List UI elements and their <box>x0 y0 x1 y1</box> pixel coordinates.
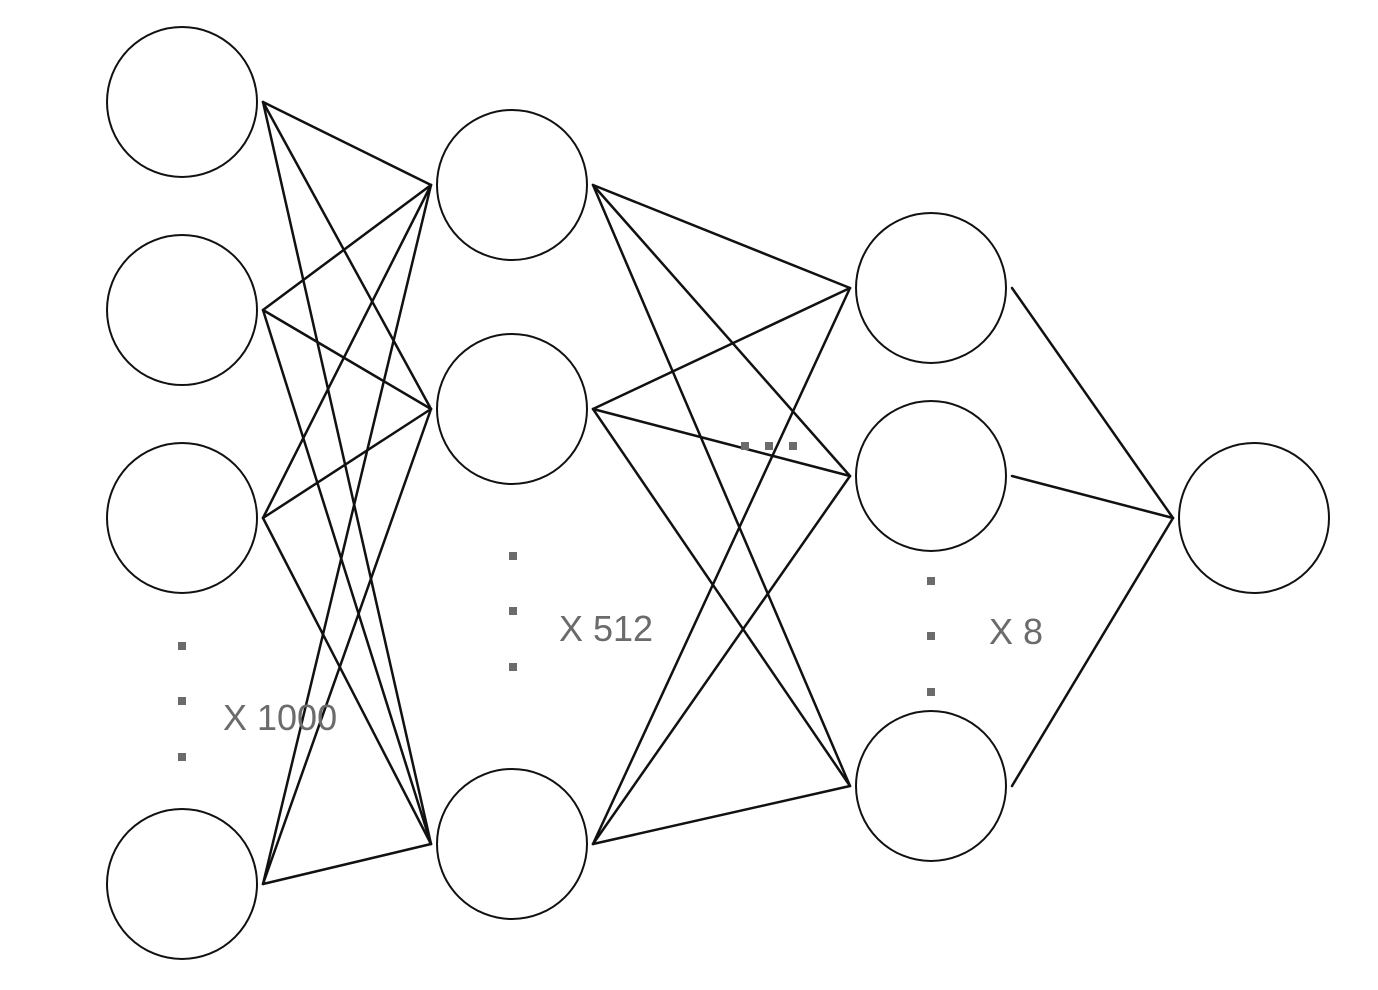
input-layer-count-label: X 1000 <box>223 697 338 738</box>
input-layer-ellipsis-dot-1 <box>178 642 186 650</box>
connection-l0-n1-to-n0 <box>261 183 433 312</box>
connection-l0-n2-to-n2 <box>261 516 433 846</box>
input-layer-neuron-3 <box>106 442 258 594</box>
connection-l1-n0-to-n2 <box>591 183 852 788</box>
connection-l2-n1-to-n0 <box>1010 474 1175 520</box>
input-layer-ellipsis-dot-2 <box>178 697 186 705</box>
connection-l0-n3-to-n2 <box>261 842 433 886</box>
connection-l0-n2-to-n0 <box>261 183 433 520</box>
connection-l0-n1-to-n1 <box>261 308 433 411</box>
connection-l0-n3-to-n0 <box>261 183 433 886</box>
hidden-layer-1-neuron-2 <box>436 333 588 485</box>
connection-l0-n3-to-n1 <box>261 407 433 886</box>
hidden-layer-2-neuron-2 <box>855 400 1007 552</box>
between-hidden-layers-dot-3 <box>789 442 797 450</box>
connections <box>261 100 1175 886</box>
hidden-layer-1-ellipsis-dot-2 <box>509 607 517 615</box>
connection-l0-n2-to-n1 <box>261 407 433 520</box>
ellipsis-markers <box>178 442 935 761</box>
neurons <box>106 26 1330 960</box>
hidden-layer-1-neuron-1 <box>436 109 588 261</box>
output-layer-neuron-1 <box>1178 442 1330 594</box>
connection-l1-n2-to-n2 <box>591 784 852 846</box>
connection-l1-n1-to-n1 <box>591 407 852 478</box>
input-layer-neuron-2 <box>106 234 258 386</box>
input-layer-ellipsis <box>178 642 186 761</box>
hidden-layer-2-ellipsis <box>927 577 935 696</box>
hidden-layer-2-neuron-1 <box>855 212 1007 364</box>
input-layer-neuron-4 <box>106 808 258 960</box>
between-hidden-layers-dot-2 <box>765 442 773 450</box>
connection-l0-n0-to-n2 <box>261 100 433 846</box>
hidden-layer-2-ellipsis-dot-1 <box>927 577 935 585</box>
hidden-layer-2-ellipsis-dot-3 <box>927 688 935 696</box>
connection-l0-n1-to-n2 <box>261 308 433 846</box>
hidden-layer-1-ellipsis-dot-1 <box>509 552 517 560</box>
connection-l1-n0-to-n0 <box>591 183 852 290</box>
connection-l1-n2-to-n0 <box>591 286 852 846</box>
connection-l1-n1-to-n0 <box>591 286 852 411</box>
connection-l1-n0-to-n1 <box>591 183 852 478</box>
hidden-layer-2-neuron-3 <box>855 710 1007 862</box>
input-layer-ellipsis-dot-3 <box>178 753 186 761</box>
between-hidden-layers-dot-1 <box>741 442 749 450</box>
hidden-layer-1-ellipsis-dot-3 <box>509 663 517 671</box>
between-hidden-layers-ellipsis <box>741 442 797 450</box>
connection-l2-n2-to-n0 <box>1010 516 1175 788</box>
hidden-layer-1-neuron-3 <box>436 768 588 920</box>
connection-l0-n0-to-n1 <box>261 100 433 411</box>
connection-l1-n2-to-n1 <box>591 474 852 846</box>
connection-l2-n0-to-n0 <box>1010 286 1175 520</box>
input-layer-neuron-1 <box>106 26 258 178</box>
hidden-layer-1-count-label: X 512 <box>559 608 654 649</box>
hidden-layer-2-ellipsis-dot-2 <box>927 632 935 640</box>
connection-l0-n0-to-n0 <box>261 100 433 187</box>
hidden-layer-2-count-label: X 8 <box>989 611 1044 652</box>
connection-l1-n1-to-n2 <box>591 407 852 788</box>
hidden-layer-1-ellipsis <box>509 552 517 671</box>
